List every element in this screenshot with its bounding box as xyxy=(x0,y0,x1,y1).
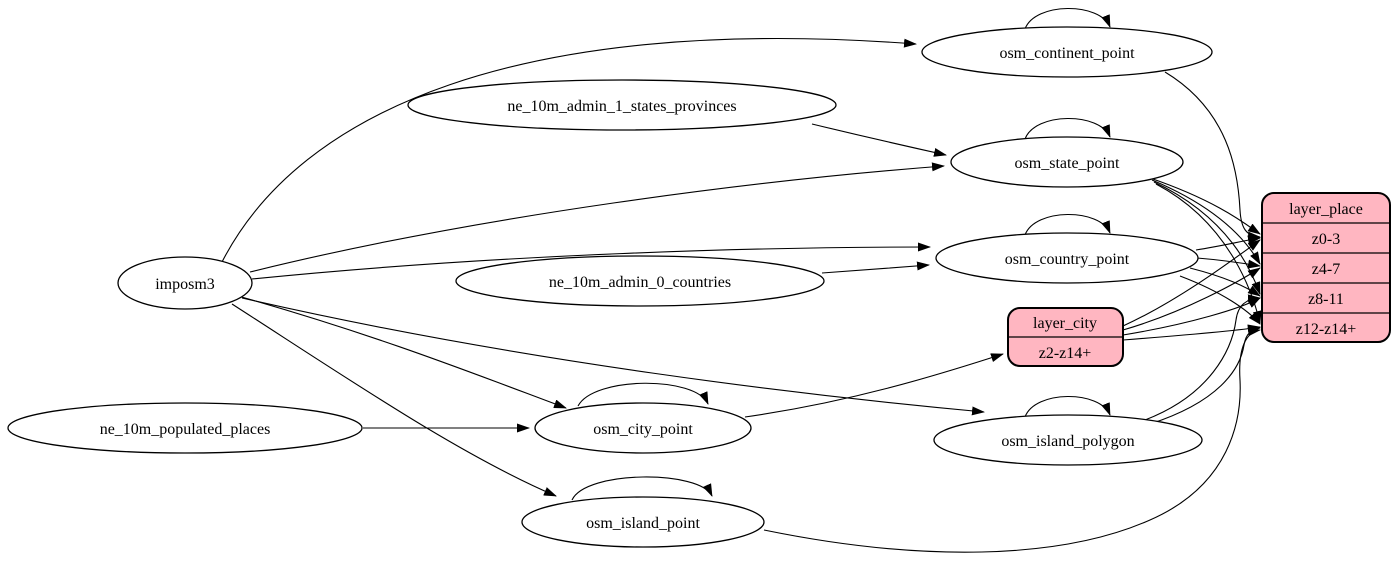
selfloop-osm_continent_point xyxy=(1024,8,1111,30)
record-layer_city: layer_city z2-z14+ xyxy=(1007,307,1124,367)
osm_country_point-label: osm_country_point xyxy=(1005,251,1130,268)
osm_state_point-shape xyxy=(950,136,1184,188)
edge-imposm3-osm_state_point xyxy=(249,162,945,273)
selfloop-osm_country_point xyxy=(1024,214,1111,236)
layer_place-title: layer_place xyxy=(1289,201,1363,218)
ne_10m_admin_1_states_provinces-shape xyxy=(407,79,837,131)
node-osm_city_point: osm_city_point xyxy=(534,402,752,454)
edge-osm_island_polygon-layer_place-z12-z14 xyxy=(1149,325,1261,425)
layer_place-row-z4-7: z4-7 xyxy=(1312,261,1340,278)
node-imposm3: imposm3 xyxy=(117,256,253,310)
layer_place-row-z0-3: z0-3 xyxy=(1312,231,1340,248)
edge-layer_city-layer_place-z4-7 xyxy=(1122,267,1261,331)
selfloop-osm_island_polygon xyxy=(1024,396,1111,418)
edge-layer_city-layer_place-z0-3 xyxy=(1122,239,1261,327)
ne_10m_populated_places-shape xyxy=(7,402,363,454)
node-ne_10m_populated_places: ne_10m_populated_places xyxy=(7,402,363,454)
edge-osm_country_point-layer_place-z8-11 xyxy=(1189,267,1261,297)
edge-layer xyxy=(221,8,1262,553)
edge-osm_continent_point-layer_place-z0-3 xyxy=(1164,71,1261,241)
edge-imposm3-osm_city_point xyxy=(237,295,567,409)
ne_10m_admin_0_countries-label: ne_10m_admin_0_countries xyxy=(549,274,731,291)
node-ne_10m_admin_0_countries: ne_10m_admin_0_countries xyxy=(455,255,825,307)
node-osm_continent_point: osm_continent_point xyxy=(921,26,1213,78)
selfloop-osm_island_point xyxy=(571,476,713,501)
node-osm_island_point: osm_island_point xyxy=(521,496,765,548)
edge-imposm3-osm_country_point xyxy=(251,242,931,280)
osm_city_point-label: osm_city_point xyxy=(593,421,693,438)
edge-imposm3-osm_island_polygon xyxy=(241,297,985,416)
osm_continent_point-label: osm_continent_point xyxy=(999,45,1135,62)
osm_island_polygon-shape xyxy=(933,414,1203,466)
edge-imposm3-osm_continent_point xyxy=(221,38,917,263)
edge-layer_city-layer_place-z12-z14 xyxy=(1122,324,1261,341)
node-osm_country_point: osm_country_point xyxy=(935,232,1199,284)
selfloop-osm_state_point xyxy=(1024,118,1111,140)
node-ne_10m_admin_1_states_provinces: ne_10m_admin_1_states_provinces xyxy=(407,79,837,131)
edge-ne_10m_admin_0_countries-osm_country_point xyxy=(821,261,930,274)
layer_place-row-z12-z14: z12-z14+ xyxy=(1296,321,1357,338)
edge-osm_country_point-layer_place-z12-z14 xyxy=(1179,275,1261,325)
edge-osm_island_polygon-layer_place-z8-11 xyxy=(1144,294,1261,421)
ne_10m_admin_0_countries-shape xyxy=(455,255,825,307)
osm_state_point-label: osm_state_point xyxy=(1015,155,1120,172)
edge-imposm3-osm_island_point xyxy=(231,303,557,497)
osm_island_point-label: osm_island_point xyxy=(586,515,700,532)
osm_city_point-shape xyxy=(534,402,752,454)
layer_city-row-z2-z14: z2-z14+ xyxy=(1039,345,1092,362)
edge-osm_island_point-layer_place-z12-z14 xyxy=(763,327,1261,553)
imposm3-label: imposm3 xyxy=(155,276,215,293)
node-osm_island_polygon: osm_island_polygon xyxy=(933,414,1203,466)
edge-ne_10m_admin_1_states_provinces-osm_state_point xyxy=(811,123,947,157)
selfloop-osm_city_point xyxy=(577,382,709,407)
record-layer_place: layer_place z0-3 z4-7 z8-11 z12-z14+ xyxy=(1261,192,1391,343)
osm_island_polygon-label: osm_island_polygon xyxy=(1001,433,1134,450)
layer_city-title: layer_city xyxy=(1033,315,1097,332)
layer_place-box xyxy=(1261,192,1391,343)
ne_10m_admin_1_states_provinces-label: ne_10m_admin_1_states_provinces xyxy=(507,98,736,115)
edge-osm_country_point-layer_place-z0-3 xyxy=(1195,235,1261,251)
edge-osm_country_point-layer_place-z4-7 xyxy=(1196,257,1261,269)
edge-osm_city_point-layer_city-z2-z14 xyxy=(744,353,1004,418)
node-osm_state_point: osm_state_point xyxy=(950,136,1184,188)
osm_island_point-shape xyxy=(521,496,765,548)
osm_country_point-shape xyxy=(935,232,1199,284)
edge-osm_state_point-layer_place-z4-7 xyxy=(1151,179,1261,265)
layer_place-row-z8-11: z8-11 xyxy=(1308,291,1344,308)
edge-osm_state_point-layer_place-z0-3 xyxy=(1149,177,1261,235)
imposm3-shape xyxy=(117,256,253,310)
osm_continent_point-shape xyxy=(921,26,1213,78)
ne_10m_populated_places-label: ne_10m_populated_places xyxy=(100,421,271,438)
